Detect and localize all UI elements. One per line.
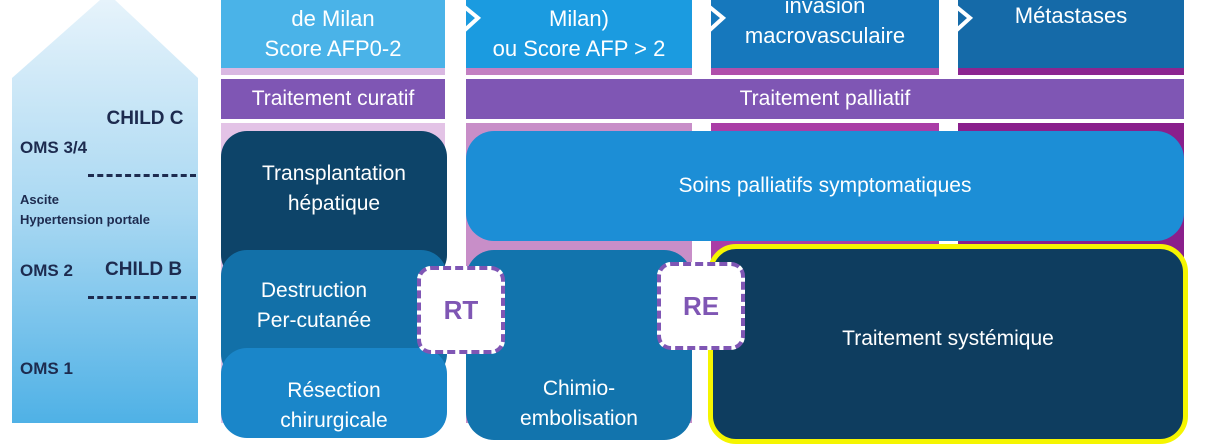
chevron-right-icon	[454, 0, 482, 40]
box-traitement-systemique: Traitement systémique	[708, 244, 1188, 444]
column-header-2-line2: ou Score AFP > 2	[492, 36, 666, 61]
band-curatif: Traitement curatif	[221, 79, 445, 119]
column-header-3-line2: macrovasculaire	[744, 23, 906, 48]
box-destruction-line1: Destruction	[260, 279, 368, 302]
band-palliatif: Traitement palliatif	[466, 79, 1184, 119]
box-resection: Résection chirurgicale	[221, 348, 447, 438]
box-chimio-line1: Chimio-	[542, 377, 616, 400]
re-badge: RE	[657, 262, 745, 350]
oms-1-label: OMS 1	[20, 359, 73, 378]
oms-2-label: OMS 2	[20, 261, 73, 280]
column-header-1-line1: de Milan	[291, 6, 375, 31]
child-b-label: CHILD B	[105, 259, 183, 280]
box-resection-line1: Résection	[287, 379, 381, 402]
box-soins-palliatifs: Soins palliatifs symptomatiques	[466, 131, 1184, 241]
column-header-4: Métastases	[958, 0, 1184, 68]
status-arrow	[12, 0, 198, 423]
box-chimio-line2: embolisation	[520, 407, 638, 430]
ascite-label: Ascite	[20, 192, 60, 207]
box-destruction-line2: Per-cutanée	[256, 309, 372, 332]
column-header-3-line1: invasion	[784, 0, 866, 18]
hypertension-label: Hypertension portale	[20, 212, 151, 227]
oms-34-label: OMS 3/4	[20, 138, 88, 157]
chevron-right-icon	[946, 0, 974, 40]
box-transplantation-line1: Transplantation	[262, 162, 406, 185]
divider-dash	[88, 296, 196, 299]
column-header-3: invasion macrovasculaire	[711, 0, 939, 68]
box-transplantation-line2: hépatique	[287, 192, 381, 215]
child-c-label: CHILD C	[106, 108, 184, 129]
divider-dash	[88, 174, 196, 177]
column-header-1-line2: Score AFP0-2	[264, 36, 402, 61]
box-resection-line2: chirurgicale	[280, 409, 388, 432]
column-header-2-line1: Milan)	[549, 6, 609, 31]
rt-badge: RT	[417, 266, 505, 354]
column-header-1: de Milan Score AFP0-2	[221, 0, 445, 68]
column-header-4-line1: Métastases	[1014, 3, 1128, 28]
column-header-2: Milan) ou Score AFP > 2	[466, 0, 692, 68]
chevron-right-icon	[699, 0, 727, 40]
